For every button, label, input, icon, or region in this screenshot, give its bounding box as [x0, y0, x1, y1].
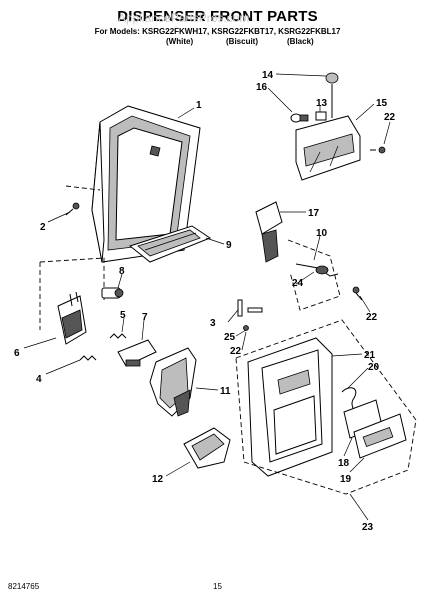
callout-18: 18 — [338, 458, 350, 469]
part-22-screw-upper — [370, 146, 386, 154]
part-22-screw-mid — [352, 286, 363, 301]
callout-22-a: 22 — [384, 112, 396, 123]
callout-16: 16 — [256, 82, 268, 93]
part-8-socket — [101, 287, 124, 299]
callout-2: 2 — [40, 222, 46, 233]
models-line: For Models: KSRG22FKWH17, KSRG22FKBT17, … — [94, 27, 341, 36]
callout-17: 17 — [308, 208, 320, 219]
callout-3: 3 — [210, 318, 216, 329]
callout-labels: 1 2 3 4 5 6 7 8 9 10 11 12 13 14 15 16 1… — [14, 70, 396, 533]
part-4-spring — [79, 355, 97, 361]
callout-9: 9 — [226, 240, 232, 251]
page-title: DISPENSER FRONT PARTS — [117, 8, 318, 25]
part-16-bulb — [290, 113, 309, 123]
callout-15: 15 — [376, 98, 388, 109]
callout-23: 23 — [362, 522, 374, 533]
callout-8: 8 — [119, 266, 125, 277]
callout-10: 10 — [316, 228, 328, 239]
part-5-spring — [109, 333, 127, 339]
document-number: 8214765 — [8, 582, 40, 591]
callout-22-c: 22 — [230, 346, 242, 357]
part-13-socket — [315, 111, 327, 121]
callout-7: 7 — [142, 312, 148, 323]
callout-4: 4 — [36, 374, 42, 385]
variant-black: (Black) — [287, 37, 314, 46]
part-1-housing — [91, 105, 201, 263]
callout-22-b: 22 — [366, 312, 378, 323]
watermark: AppliancePartsPros.com — [118, 11, 249, 25]
variant-white: (White) — [166, 37, 194, 46]
callout-11: 11 — [220, 386, 231, 397]
callout-14: 14 — [262, 70, 274, 81]
part-10-lever — [295, 263, 339, 277]
part-11-chute — [149, 347, 197, 417]
callout-25: 25 — [224, 332, 236, 343]
callout-20: 20 — [368, 362, 380, 373]
part-6-switch-assembly — [57, 291, 87, 345]
part-15-bracket — [295, 115, 361, 181]
callout-19: 19 — [340, 474, 352, 485]
callout-13: 13 — [316, 98, 328, 109]
page-number: 15 — [213, 582, 222, 591]
part-12-chute-door — [183, 427, 231, 469]
part-21-front-panel — [247, 337, 333, 477]
part-18-19-control-board — [343, 399, 407, 459]
callout-21: 21 — [364, 350, 376, 361]
variant-biscuit: (Biscuit) — [226, 37, 258, 46]
callout-1: 1 — [196, 100, 202, 111]
part-23-outline — [235, 319, 417, 495]
leader-lines — [23, 73, 391, 521]
part-17-switch — [255, 201, 283, 263]
part-9-drip-tray — [128, 225, 212, 263]
callout-5: 5 — [120, 310, 126, 321]
part-7-bracket — [117, 339, 157, 367]
part-3-25-hardware — [237, 299, 263, 331]
callout-24: 24 — [292, 278, 304, 289]
part-14-lens — [325, 72, 339, 118]
callout-6: 6 — [14, 348, 20, 359]
callout-12: 12 — [152, 474, 164, 485]
